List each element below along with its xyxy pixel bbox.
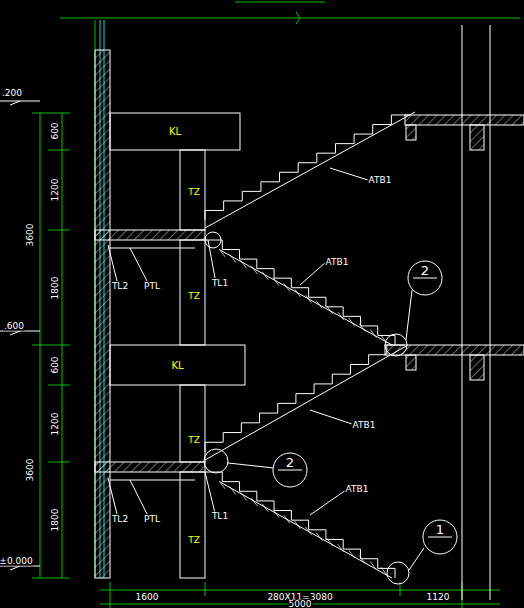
part-label: ATB1 — [368, 176, 393, 185]
dimension: 1800 — [51, 276, 60, 301]
part-label: ATB1 — [325, 258, 350, 267]
elevation: .200 — [1, 89, 23, 98]
part-label: PTL — [143, 515, 161, 524]
part-label: TL1 — [211, 279, 229, 288]
beam-box: KL — [110, 345, 245, 385]
dimension: 1120 — [426, 593, 451, 602]
part-label: PTL — [143, 282, 161, 291]
callout-number: 1 — [436, 522, 444, 537]
dimension: 600 — [51, 121, 60, 140]
callout-number: 2 — [421, 263, 429, 278]
part-label: TL2 — [111, 515, 129, 524]
part-label: TZ — [187, 536, 201, 545]
part-label: TL2 — [111, 282, 129, 291]
beam-label: KL — [171, 360, 183, 371]
dimension: 3600 — [26, 223, 35, 248]
beam-label: KL — [169, 126, 181, 137]
callout-circle: 1 — [422, 519, 458, 555]
elevation: .600 — [3, 322, 25, 331]
dimension: 1200 — [51, 178, 60, 203]
callout-number: 2 — [286, 455, 294, 470]
dimension: 3600 — [26, 458, 35, 483]
dimension: 1200 — [51, 412, 60, 437]
part-label: TZ — [187, 436, 201, 445]
dimension: 600 — [51, 355, 60, 374]
callout-circle: 2 — [407, 260, 443, 296]
part-label: ATB1 — [352, 421, 377, 430]
dimension: 1800 — [51, 508, 60, 533]
dimension: 5000 — [288, 600, 313, 608]
elevation: ±0.000 — [0, 557, 34, 566]
part-label: TL1 — [211, 512, 229, 521]
part-label: TZ — [187, 292, 201, 301]
part-label: ATB1 — [345, 485, 370, 494]
part-label: TZ — [187, 188, 201, 197]
beam-box: KL — [110, 113, 240, 150]
callout-circle: 2 — [272, 452, 308, 488]
dimension: 1600 — [135, 593, 160, 602]
